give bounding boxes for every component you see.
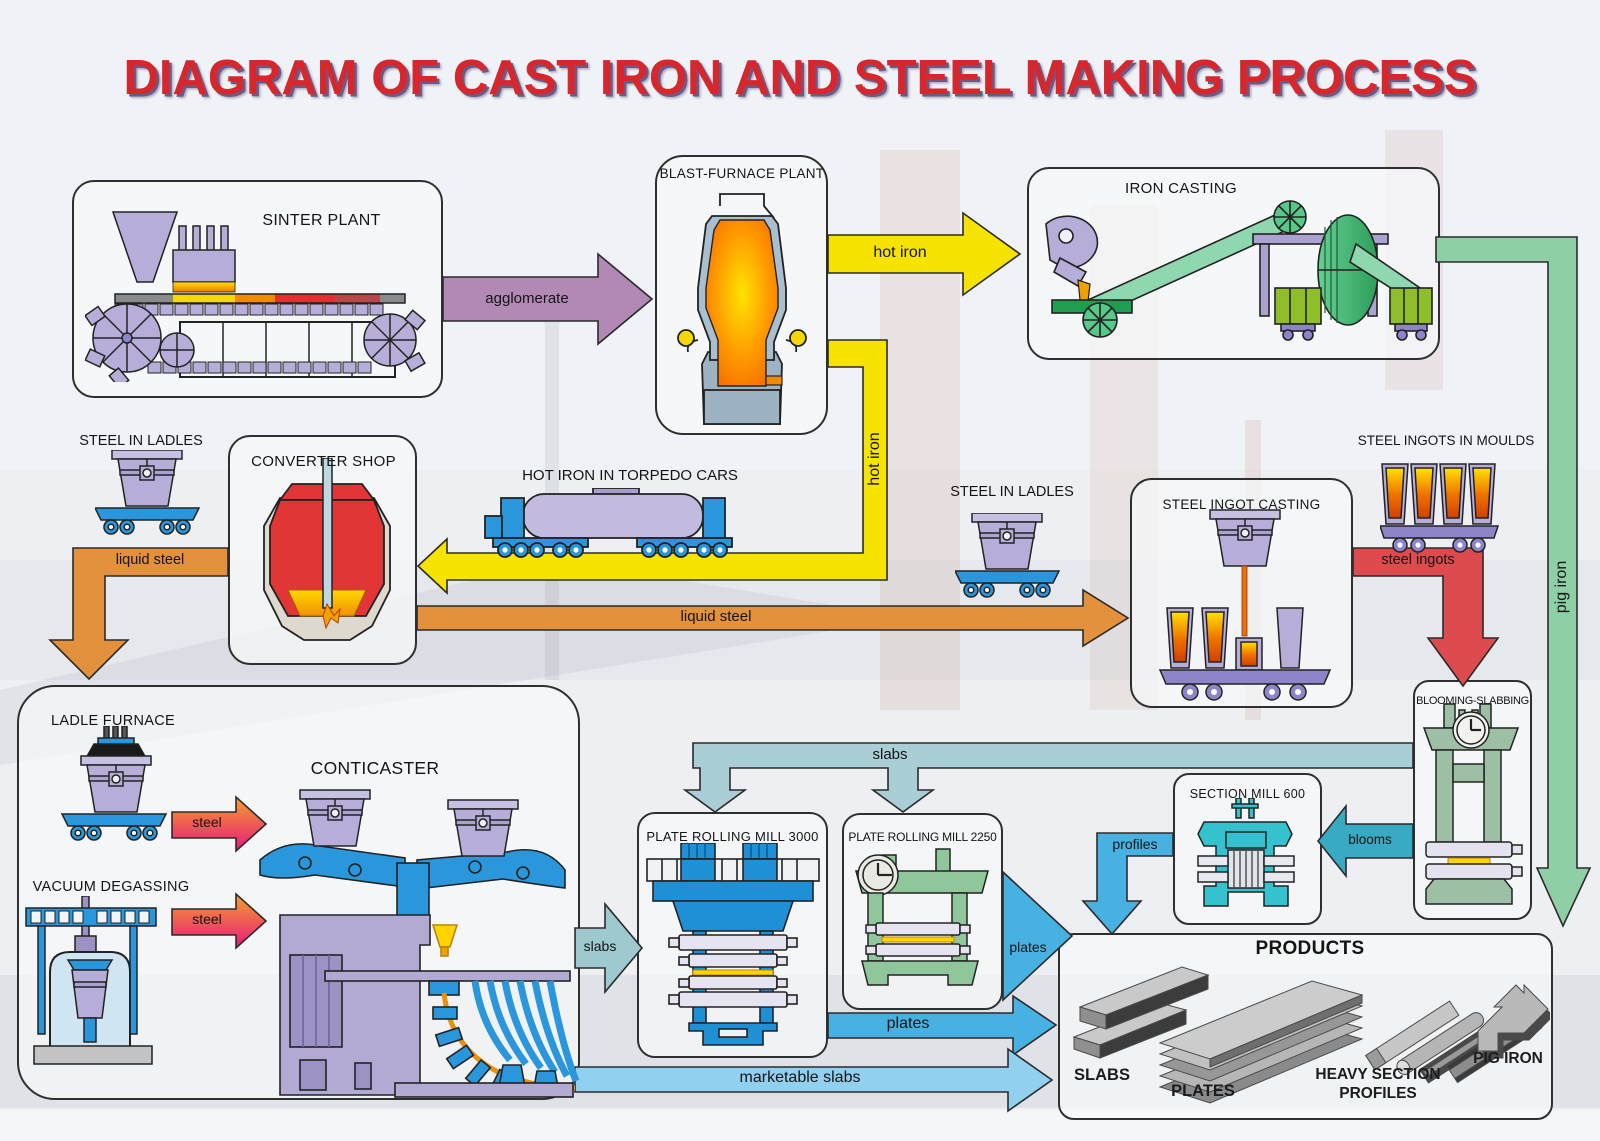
flow-label-slabs-band: slabs	[872, 746, 908, 763]
arrow-slabs-small	[574, 901, 644, 995]
arrow-hot-iron-right	[827, 211, 1022, 297]
flow-label-agglomerate: agglomerate	[485, 290, 569, 307]
arrow-liquid-steel-left	[48, 547, 229, 681]
arrow-steel-ingots	[1352, 547, 1500, 688]
ingot-casting-illustration	[1158, 509, 1332, 701]
flow-label-steel-upper: steel	[192, 814, 222, 830]
plate-mill-2250-illustration	[855, 848, 989, 986]
arrow-slabs-band	[682, 742, 1414, 813]
flow-label-hot-iron-right: hot iron	[873, 244, 927, 261]
title-converter-shop: CONVERTER SHOP	[251, 453, 396, 470]
arrow-steel-lower	[171, 892, 268, 950]
title-sinter-plant: SINTER PLANT	[262, 212, 381, 229]
plate-mill-3000-illustration	[646, 843, 820, 1046]
arrow-plates-lower	[827, 994, 1058, 1057]
ingots-in-moulds-illustration	[1380, 463, 1500, 553]
section-mill-illustration	[1197, 798, 1295, 907]
label-hot-iron-torpedo-cars: HOT IRON IN TORPEDO CARS	[522, 467, 738, 484]
product-label-slabs: SLABS	[1074, 1066, 1130, 1084]
product-label-plates: PLATES	[1171, 1082, 1235, 1100]
arrow-profiles	[1081, 832, 1174, 936]
arrow-liquid-steel-right	[416, 588, 1130, 648]
arrow-agglomerate	[442, 252, 654, 346]
title-ladle-furnace: LADLE FURNACE	[51, 713, 175, 729]
product-label-heavy-section-profiles: HEAVY SECTION PROFILES	[1315, 1066, 1441, 1102]
page-title: DIAGRAM OF CAST IRON AND STEEL MAKING PR…	[123, 51, 1477, 105]
label-steel-in-ladles-right: STEEL IN LADLES	[950, 484, 1074, 500]
label-steel-ingots-in-moulds: STEEL INGOTS IN MOULDS	[1357, 433, 1535, 448]
title-iron-casting: IRON CASTING	[1125, 180, 1237, 197]
title-plate-mill-3000: PLATE ROLLING MILL 3000	[646, 829, 819, 844]
flow-label-slabs-small: slabs	[583, 938, 617, 954]
flow-label-marketable-slabs: marketable slabs	[739, 1069, 861, 1086]
flow-label-hot-iron-down: hot iron	[866, 432, 883, 486]
arrow-marketable-slabs	[574, 1047, 1054, 1113]
ladle-furnace-illustration	[61, 726, 167, 841]
arrow-hot-iron-down	[416, 339, 888, 595]
steel-ladle-car-right-illustration	[955, 513, 1070, 608]
flow-label-plates-lower: plates	[886, 1015, 930, 1032]
converter-illustration	[263, 458, 391, 641]
vacuum-degassing-illustration	[25, 896, 157, 1065]
title-vacuum-degassing: VACUUM DEGASSING	[32, 879, 190, 895]
arrow-pig-iron	[1435, 236, 1592, 928]
title-steel-ingot-casting: STEEL INGOT CASTING	[1162, 497, 1321, 512]
label-steel-in-ladles-left: STEEL IN LADLES	[79, 433, 203, 449]
blast-furnace-illustration	[677, 193, 807, 425]
flow-label-plates-upper: plates	[1009, 939, 1047, 955]
title-section-mill: SECTION MILL 600	[1189, 787, 1306, 801]
sinter-plant-illustration	[85, 211, 427, 382]
arrow-steel-upper	[171, 795, 268, 853]
products-illustration	[1072, 966, 1550, 1104]
title-blooming-slabbing: BLOOMING-SLABBING	[1416, 695, 1529, 707]
title-conticaster: CONTICASTER	[310, 758, 440, 778]
flow-label-pig-iron: pig iron	[1553, 560, 1570, 614]
flow-label-steel-lower: steel	[192, 911, 222, 927]
flow-label-liquid-steel-left: liquid steel	[115, 552, 185, 568]
iron-casting-illustration	[1045, 200, 1433, 341]
arrow-blooms	[1316, 803, 1414, 879]
arrow-plates-upper	[1002, 870, 1074, 1002]
flow-label-liquid-steel-right: liquid steel	[680, 608, 752, 625]
steel-ladle-car-left-illustration	[95, 450, 210, 545]
title-blast-furnace: BLAST-FURNACE PLANT	[659, 166, 825, 181]
torpedo-car-illustration	[484, 488, 733, 558]
title-products: PRODUCTS	[1255, 938, 1365, 959]
product-label-pig-iron: PIG IRON	[1473, 1050, 1543, 1067]
flow-label-blooms: blooms	[1348, 832, 1392, 847]
flow-label-profiles: profiles	[1112, 836, 1158, 852]
flow-label-steel-ingots: steel ingots	[1381, 552, 1455, 568]
conticaster-illustration	[259, 789, 580, 1098]
blooming-slabbing-illustration	[1422, 703, 1523, 905]
title-plate-mill-2250: PLATE ROLLING MILL 2250	[848, 830, 997, 844]
